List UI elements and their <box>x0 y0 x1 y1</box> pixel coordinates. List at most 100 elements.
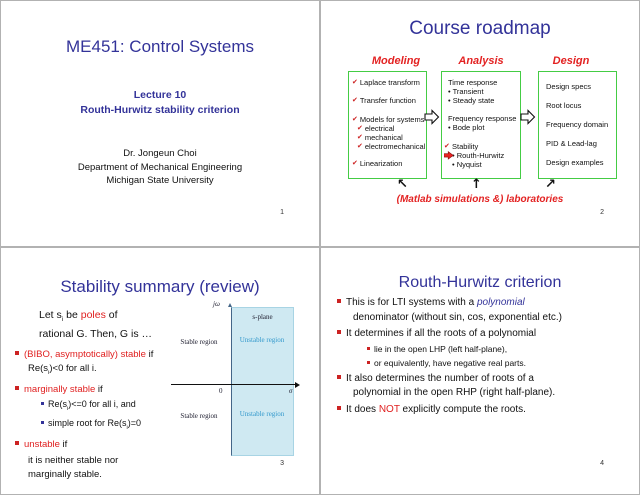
bullet-icon <box>337 299 341 303</box>
text: explicitly compute the roots. <box>399 403 526 415</box>
list-item: • Bode plot <box>448 123 485 132</box>
list-item: ✔ Laplace transform <box>352 78 426 87</box>
highlight-red: unstable <box>24 438 60 450</box>
arrow-up-right-icon: ↗ <box>545 177 556 192</box>
list-item: ✔ Models for systems <box>352 115 426 124</box>
slide3-title: Stability summary (review) <box>60 277 260 296</box>
bullet-continuation: denominator (without sin, cos, exponenti… <box>353 311 562 323</box>
check-icon: ✔ <box>357 124 363 132</box>
flow-arrow-icon <box>520 109 536 130</box>
s-plane-diagram: jω s-plane Stable region Unstable region… <box>171 300 301 460</box>
stable-region-label: Stable region <box>180 338 218 346</box>
slide4-body: This is for LTI systems with a polynomia… <box>337 296 629 417</box>
bullet-continuation: it is neither stable nor <box>28 454 119 466</box>
sub-bullet-icon <box>41 420 44 424</box>
bullet-line: It does NOT explicitly compute the roots… <box>337 403 629 418</box>
design-box: Design specs Root locus Frequency domain… <box>538 71 617 179</box>
text: It does <box>346 403 379 415</box>
bullet-line: unstable if <box>15 438 190 452</box>
text: or equivalently, have negative real part… <box>374 357 526 368</box>
text: )<=0 for all i, and <box>68 398 136 409</box>
page-number: 4 <box>600 460 604 467</box>
highlight-red: NOT <box>378 403 400 415</box>
slide4-title: Routh-Hurwitz criterion <box>398 274 562 291</box>
stable-region-label: Stable region <box>180 412 218 420</box>
item-label: • Routh-Hurwitz <box>452 151 505 160</box>
bullet-line: marginally stable if <box>15 383 190 397</box>
sub-bullet-line: simple root for Re(si)=0 <box>41 416 190 435</box>
item-label: mechanical <box>364 133 403 142</box>
check-icon: ✔ <box>357 142 363 150</box>
page-number: 1 <box>280 209 284 216</box>
sigma-axis-label: σ <box>289 387 293 395</box>
check-icon: ✔ <box>444 142 450 150</box>
author-block: Dr. Jongeun Choi Department of Mechanica… <box>1 147 319 188</box>
item-label: Transfer function <box>359 96 416 105</box>
item-label: Models for systems <box>359 115 425 124</box>
bullet-icon <box>15 351 19 356</box>
list-item: Frequency response <box>448 114 517 123</box>
slide-1: ME451: Control Systems Lecture 10 Routh-… <box>0 0 320 247</box>
text: It also determines the number of roots o… <box>346 372 534 384</box>
arrow-up-icon: ↑ <box>471 177 482 192</box>
slide2-title: Course roadmap <box>409 18 551 39</box>
bullet-icon <box>337 405 341 410</box>
sub-bullet-icon <box>367 346 370 350</box>
item-label: Stability <box>452 142 479 151</box>
bullet-continuation: polynomial in the open RHP (right half-p… <box>353 387 556 398</box>
column-header-design: Design <box>552 55 590 67</box>
text: It determines if all the roots of a poly… <box>346 328 537 339</box>
intro-line: rational G. Then, G is … <box>39 328 153 341</box>
author-university: Michigan State University <box>106 175 214 186</box>
check-icon: ✔ <box>352 115 358 123</box>
list-item: ✔ Transfer function <box>352 96 426 105</box>
bullet-continuation: marginally stable. <box>28 468 102 480</box>
text: )<0 for all i. <box>49 363 97 375</box>
check-icon: ✔ <box>352 78 358 86</box>
lecture-number: Lecture 10 <box>133 89 187 101</box>
list-item: Design examples <box>546 158 604 167</box>
intro-line: Let si be poles of <box>39 308 190 327</box>
sub-bullet-line: Re(si)<=0 for all i, and <box>41 397 190 416</box>
item-label: Linearization <box>359 159 403 168</box>
current-topic-arrow-icon <box>443 150 454 162</box>
list-item: Root locus <box>546 101 582 110</box>
highlight-red: (BIBO, asymptotically) stable <box>24 349 146 361</box>
highlight-red: marginally stable <box>24 383 96 395</box>
slide-3: Stability summary (review) Let si be pol… <box>0 247 320 495</box>
text: if <box>145 349 154 361</box>
bullet-icon <box>337 374 341 379</box>
text: simple root for Re(s <box>48 417 127 428</box>
check-icon: ✔ <box>357 133 363 141</box>
modeling-box: ✔ Laplace transform ✔ Transfer function … <box>348 71 427 179</box>
page-number: 3 <box>280 460 284 467</box>
text: Let s <box>39 309 62 321</box>
text: be <box>63 309 81 321</box>
list-item: ✔ electromechanical <box>357 142 426 151</box>
bullet-icon <box>15 385 19 390</box>
text: of <box>105 309 118 321</box>
slide-2: Course roadmap Modeling Analysis Design … <box>320 0 640 247</box>
list-item: ✔ electrical <box>357 124 426 133</box>
list-item: ✔ mechanical <box>357 133 426 142</box>
list-item: • Transient <box>448 87 484 96</box>
slide-4: Routh-Hurwitz criterion This is for LTI … <box>320 247 640 495</box>
list-item: Time response <box>448 78 498 87</box>
list-item: ✔ Stability <box>444 142 520 151</box>
unstable-region-label: Unstable region <box>239 410 285 418</box>
bullet-line: It also determines the number of roots o… <box>337 372 629 387</box>
unstable-region-shading <box>231 307 294 456</box>
subscript: i <box>48 369 50 376</box>
list-item: • Nyquist <box>452 160 482 169</box>
list-item: • Steady state <box>448 96 495 105</box>
origin-label: 0 <box>219 387 223 395</box>
page-number: 2 <box>600 209 604 216</box>
lecture-title: Routh-Hurwitz stability criterion <box>80 104 240 116</box>
subscript: i <box>67 405 69 412</box>
slide3-body: Let si be poles of rational G. Then, G i… <box>15 308 190 482</box>
subscript: i <box>126 424 128 431</box>
subscript: i <box>61 316 64 324</box>
item-label: electrical <box>364 124 395 133</box>
bullet-continuation: Re(si)<0 for all i. <box>28 362 190 380</box>
